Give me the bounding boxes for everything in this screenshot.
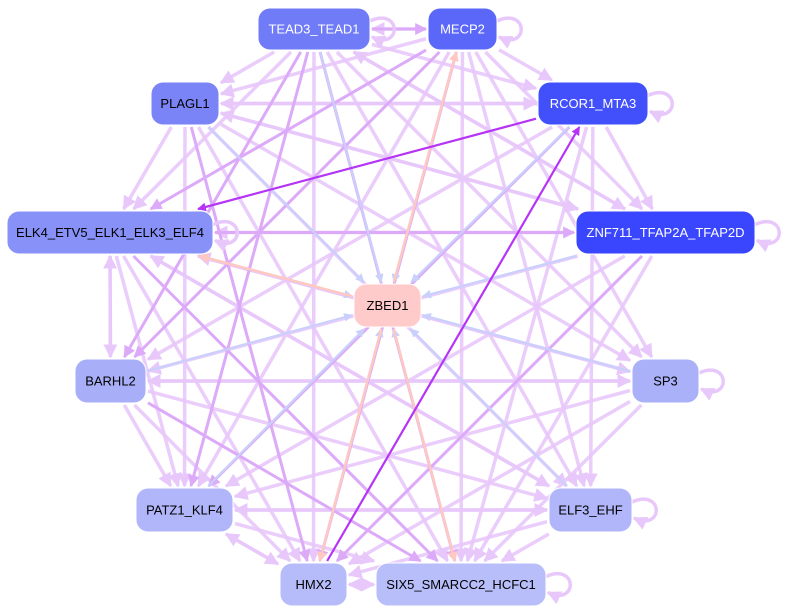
node-box: [375, 562, 547, 607]
node-label: TEAD3_TEAD1: [268, 22, 359, 37]
node-box: [135, 487, 234, 533]
edge-R-E: [197, 117, 537, 212]
edge-T-P: [219, 50, 276, 85]
edge-M-K: [196, 51, 451, 488]
node-box: [74, 358, 147, 404]
node-label: PLAGL1: [160, 96, 209, 111]
edge-H-K: [224, 532, 279, 566]
node-label: ZBED1: [367, 298, 409, 313]
edge-D-M: [392, 51, 459, 283]
edges-layer: [103, 16, 781, 605]
node-label: MECP2: [440, 22, 485, 37]
edge-K-D: [207, 328, 365, 487]
node-rcor1_mta3[interactable]: RCOR1_MTA3: [537, 81, 649, 126]
node-plagl1[interactable]: PLAGL1: [150, 81, 220, 126]
self-loop-R: [647, 91, 674, 124]
edge-B-F: [147, 389, 549, 502]
edge-D-X: [392, 328, 458, 562]
edge-P-D: [207, 126, 365, 283]
node-box: [575, 210, 756, 255]
edge-B-K: [122, 404, 173, 488]
self-loop-Z: [754, 220, 781, 253]
node-box: [6, 210, 214, 255]
edge-Z-P: [219, 109, 579, 211]
node-six5_smarcc2_hcfc1[interactable]: SIX5_SMARCC2_HCFC1: [375, 562, 547, 607]
self-loop-T: [369, 16, 396, 49]
node-label: PATZ1_KLF4: [146, 503, 223, 518]
node-elk4_etv5_elk1_elk3_elf4[interactable]: ELK4_ETV5_ELK1_ELK3_ELF4: [6, 210, 214, 255]
edge-Z-D: [422, 254, 577, 299]
node-mecp2[interactable]: MECP2: [427, 7, 498, 51]
node-hmx2[interactable]: HMX2: [279, 562, 348, 607]
self-loop-F: [631, 497, 658, 530]
edge-Z-K: [224, 254, 626, 488]
node-label: SP3: [653, 374, 678, 389]
node-box: [353, 283, 422, 328]
node-label: ELF3_EHF: [558, 503, 622, 518]
node-patz1_klf4[interactable]: PATZ1_KLF4: [135, 487, 234, 533]
node-label: BARHL2: [85, 374, 136, 389]
self-loop-E: [212, 220, 239, 253]
edge-P-S: [220, 122, 632, 363]
edge-M-R: [498, 48, 554, 82]
self-loop-X: [545, 572, 572, 605]
edge-F-X: [500, 532, 550, 563]
edge-B-D: [147, 313, 353, 372]
node-label: SIX5_SMARCC2_HCFC1: [386, 577, 536, 592]
node-sp3[interactable]: SP3: [631, 358, 700, 404]
edge-B-X: [147, 401, 422, 563]
node-elf3_ehf[interactable]: ELF3_EHF: [548, 487, 633, 533]
node-zbed1[interactable]: ZBED1: [353, 283, 422, 328]
edge-T-D: [319, 51, 384, 283]
edge-R-Z: [604, 126, 654, 211]
node-box: [150, 81, 220, 126]
edge-P-E: [122, 126, 173, 211]
node-box: [537, 81, 649, 126]
self-loop-M: [496, 16, 523, 49]
node-tead3_tead1[interactable]: TEAD3_TEAD1: [257, 7, 371, 51]
node-label: HMX2: [295, 577, 331, 592]
node-box: [548, 487, 633, 533]
node-box: [257, 7, 371, 51]
edge-F-D: [410, 328, 568, 487]
edge-F-E: [149, 254, 550, 488]
edge-P-X: [196, 126, 450, 563]
edge-M-X: [454, 51, 469, 563]
edge-H-R: [326, 126, 581, 562]
node-label: RCOR1_MTA3: [550, 96, 636, 111]
edge-S-D: [422, 312, 631, 373]
edge-R-D: [410, 126, 570, 283]
edge-M-E: [149, 48, 427, 211]
node-znf711_tfap2a_tfap2d[interactable]: ZNF711_TFAP2A_TFAP2D: [575, 210, 756, 255]
edge-R-B: [146, 125, 554, 361]
node-label: ZNF711_TFAP2A_TFAP2D: [587, 225, 745, 240]
edge-K-X: [234, 521, 376, 565]
edge-S-H: [347, 400, 631, 566]
node-label: ELK4_ETV5_ELK1_ELK3_ELF4: [16, 225, 204, 240]
edge-D-E: [198, 253, 353, 298]
node-box: [427, 7, 498, 51]
node-barhl2[interactable]: BARHL2: [74, 358, 147, 404]
edge-S-K: [233, 388, 631, 500]
node-box: [279, 562, 348, 607]
self-loop-S: [698, 368, 725, 401]
edge-D-H: [317, 328, 383, 562]
node-box: [631, 358, 700, 404]
